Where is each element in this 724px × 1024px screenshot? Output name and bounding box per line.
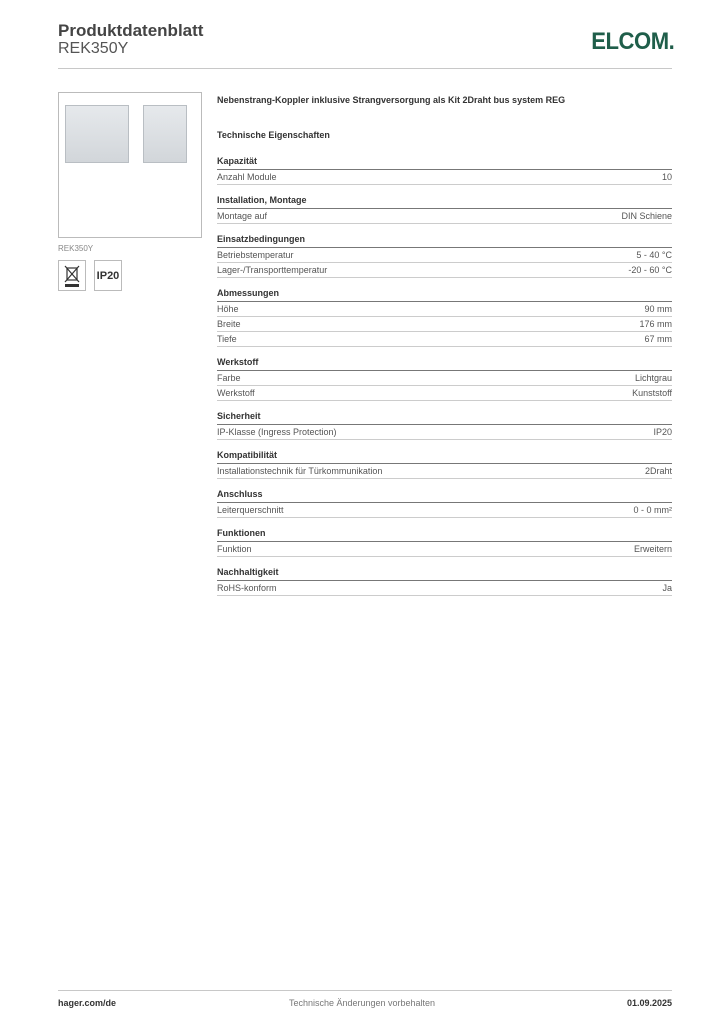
ip-badge: IP20 (94, 260, 122, 291)
spec-row: Betriebstemperatur 5 - 40 °C (217, 248, 672, 263)
spec-label: Tiefe (217, 334, 237, 344)
spec-value: 90 mm (644, 304, 672, 314)
spec-label: Höhe (217, 304, 239, 314)
spec-section-heading: Abmessungen (217, 288, 672, 302)
spec-section-heading: Werkstoff (217, 357, 672, 371)
spec-row: Höhe 90 mm (217, 302, 672, 317)
section-title: Technische Eigenschaften (217, 130, 330, 140)
spec-value: 10 (661, 172, 672, 182)
spec-value: Erweitern (633, 544, 672, 554)
spec-row: Tiefe 67 mm (217, 332, 672, 347)
spec-value: Kunststoff (632, 388, 672, 398)
specs: Nebenstrang-Koppler inklusive Strangvers… (217, 95, 672, 606)
spec-row: RoHS-konform Ja (217, 581, 672, 596)
spec-label: Lager-/Transporttemperatur (217, 265, 328, 275)
footer-date: 01.09.2025 (626, 998, 672, 1008)
weee-crossed-bin-icon (64, 265, 80, 287)
footer-divider (58, 990, 672, 991)
spec-section-heading: Kompatibilität (217, 450, 672, 464)
spec-label: IP-Klasse (Ingress Protection) (217, 427, 337, 437)
spec-value: 176 mm (639, 319, 672, 329)
weee-badge (58, 260, 86, 291)
spec-section-heading: Funktionen (217, 528, 672, 542)
spec-label: Farbe (217, 373, 241, 383)
spec-label: Leiterquerschnitt (217, 505, 284, 515)
spec-value: DIN Schiene (621, 211, 672, 221)
image-caption: REK350Y (58, 244, 94, 253)
spec-section-heading: Kapazität (217, 156, 672, 170)
spec-label: Installationstechnik für Türkommunikatio… (217, 466, 383, 476)
spec-value: 5 - 40 °C (636, 250, 672, 260)
product-code: REK350Y (58, 40, 129, 57)
spec-label: Werkstoff (217, 388, 255, 398)
footer-disclaimer: Technische Änderungen vorbehalten (288, 998, 436, 1008)
spec-label: RoHS-konform (217, 583, 277, 593)
spec-section-heading: Installation, Montage (217, 195, 672, 209)
spec-row: Anzahl Module 10 (217, 170, 672, 185)
spec-value: IP20 (653, 427, 672, 437)
elcom-logo: ELCOM. (590, 28, 675, 55)
spec-row: Leiterquerschnitt 0 - 0 mm² (217, 503, 672, 518)
spec-label: Breite (217, 319, 241, 329)
spec-section-heading: Anschluss (217, 489, 672, 503)
spec-value: Lichtgrau (634, 373, 672, 383)
spec-value: 2Draht (644, 466, 672, 476)
spec-value: 0 - 0 mm² (633, 505, 672, 515)
spec-row: Funktion Erweitern (217, 542, 672, 557)
spec-section-heading: Sicherheit (217, 411, 672, 425)
spec-value: Ja (662, 583, 672, 593)
spec-label: Funktion (217, 544, 252, 554)
spec-row: Farbe Lichtgrau (217, 371, 672, 386)
ip-badge-label: IP20 (96, 269, 120, 282)
spec-section-heading: Nachhaltigkeit (217, 567, 672, 581)
product-image (58, 92, 202, 238)
product-description: Nebenstrang-Koppler inklusive Strangvers… (217, 95, 566, 105)
spec-label: Betriebstemperatur (217, 250, 294, 260)
footer-website[interactable]: hager.com/de (58, 998, 117, 1008)
spec-row: Lager-/Transporttemperatur -20 - 60 °C (217, 263, 672, 278)
spec-section-heading: Einsatzbedingungen (217, 234, 672, 248)
spec-row: Installationstechnik für Türkommunikatio… (217, 464, 672, 479)
spec-value: -20 - 60 °C (628, 265, 672, 275)
spec-label: Montage auf (217, 211, 268, 221)
spec-label: Anzahl Module (217, 172, 277, 182)
spec-value: 67 mm (644, 334, 672, 344)
page-title: Produktdatenblatt (58, 21, 204, 40)
spec-row: IP-Klasse (Ingress Protection) IP20 (217, 425, 672, 440)
spec-row: Werkstoff Kunststoff (217, 386, 672, 401)
spec-row: Montage auf DIN Schiene (217, 209, 672, 224)
header-divider (58, 68, 672, 69)
spec-row: Breite 176 mm (217, 317, 672, 332)
